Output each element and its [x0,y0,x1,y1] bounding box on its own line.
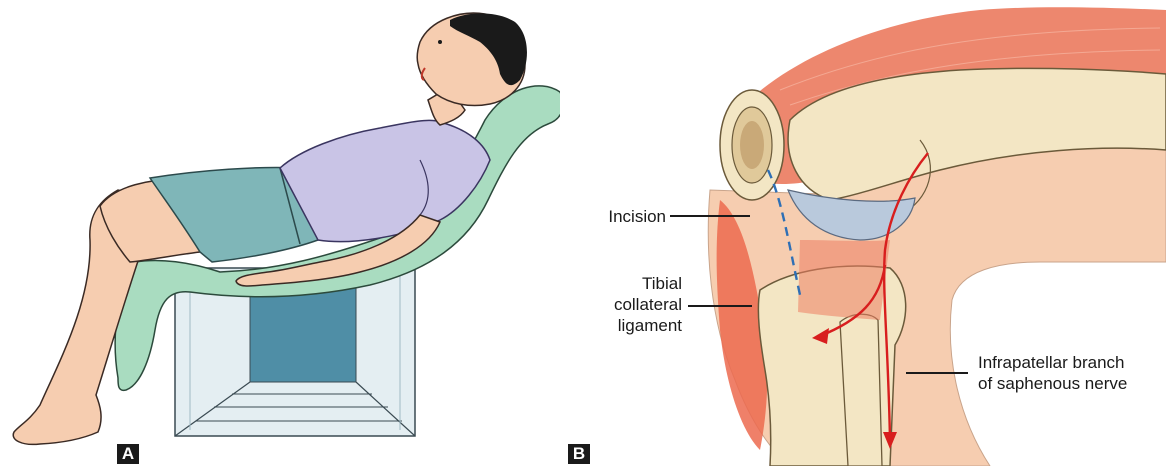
panel-a-tag: A [117,444,139,464]
label-nerve-line-1: Infrapatellar branch [978,352,1164,373]
panel-b-tag: B [568,444,590,464]
label-tibial-line-1: Tibial [574,273,682,294]
label-tibial-line-3: ligament [574,315,682,336]
label-infrapatellar-nerve: Infrapatellar branch of saphenous nerve [978,352,1164,394]
label-tibial-line-2: collateral [574,294,682,315]
label-tibial-collateral-ligament: Tibial collateral ligament [574,273,682,336]
label-nerve-line-2: of saphenous nerve [978,373,1164,394]
panel-b-knee-anatomy: Incision Tibial collateral ligament Infr… [560,0,1166,466]
panel-a-patient-position: A [0,0,560,466]
eye [438,40,442,44]
label-incision: Incision [574,206,666,227]
knee-illustration [560,0,1166,466]
fibula [840,314,882,466]
patella [720,90,784,200]
patient-illustration [0,0,560,466]
label-incision-text: Incision [608,207,666,226]
patellar-tendon [798,240,890,320]
